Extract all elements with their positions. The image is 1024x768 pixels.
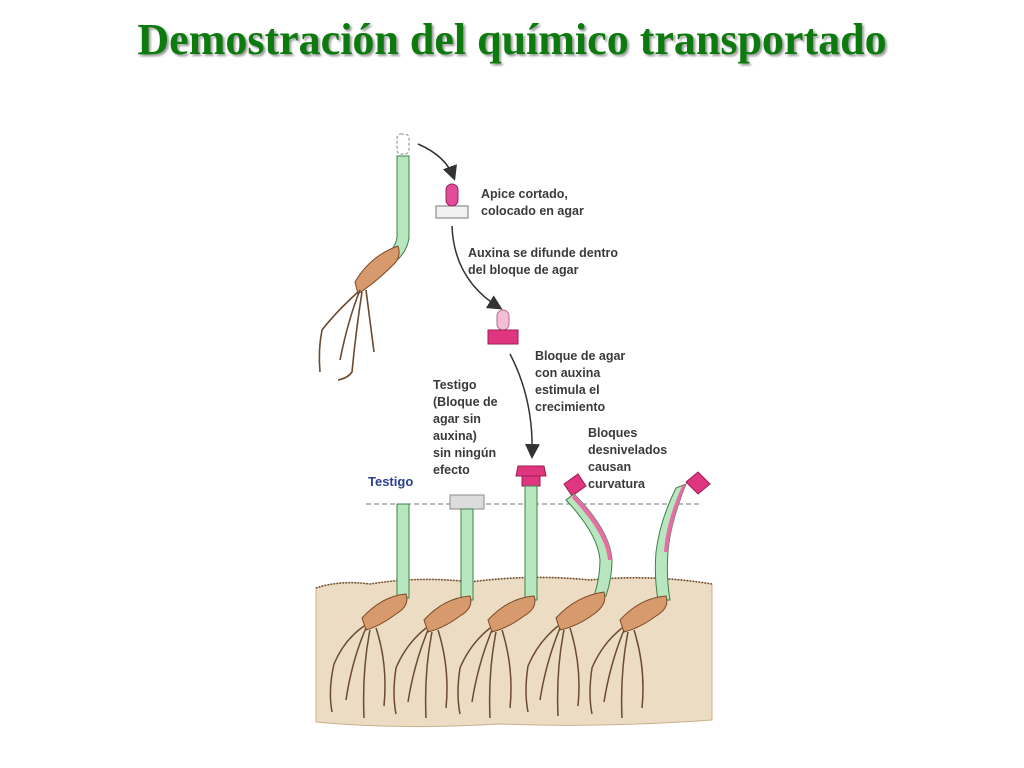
auxin-block-plant-seed [487,595,536,633]
agar-block-label-line-4: crecimiento [535,400,606,414]
arrow-block-to-stem [509,353,540,459]
auxin-block-cap [515,465,547,477]
control-plant-roots [329,625,386,719]
control-label-line-6: efecto [433,463,470,477]
arrow-apex-to-agar [417,143,457,181]
control-label-line-1: Testigo [433,378,477,392]
soil-surface [315,576,713,589]
agar-block-label-line-1: Bloque de agar [535,349,625,363]
plain-agar-plant-roots [393,627,448,719]
cut-apex [445,183,459,207]
uneven-blocks-label-line-4: curvatura [588,477,646,491]
plain-agar-plant-seed [423,595,472,633]
agar-base [435,205,469,219]
slide-title: Demostración del químico transportado [137,15,887,64]
auxin-agar-block [487,329,519,345]
curved-plant-left-roots [525,625,580,717]
auxin-diffuses-label-line-2: del bloque de agar [468,263,579,277]
arrow-agar-to-block [451,225,503,310]
control-line-label: Testigo [368,474,413,489]
curved-plant-left-block [563,473,587,497]
curved-plant-left-seed [555,591,606,631]
curved-plant-left-auxin-side [572,494,612,560]
apex-on-block [496,309,510,331]
auxin-block-with-apex [487,309,519,345]
control-label-line-5: sin ningún [433,446,496,460]
control-label-line-2: (Bloque de [433,395,498,409]
control-label-line-3: agar sin [433,412,481,426]
plain-agar-block [449,494,485,510]
auxin-block-plant-stem [524,485,538,601]
curved-plant-right-auxin-side [664,484,686,552]
curved-plant-right [589,471,711,719]
apex-cut-label-line-2: colocado en agar [481,204,584,218]
auxin-diffuses-label-line-1: Auxina se difunde dentro [468,246,618,260]
control-plant-seed [361,593,408,631]
uneven-blocks-label-line-3: causan [588,460,631,474]
auxin-block-plant-block [521,475,541,487]
cut-plant-roots [318,289,375,381]
apex-cut-label-line-1: Apice cortado, [481,187,568,201]
curved-plant-right-roots [589,627,644,719]
plain-agar-plant [393,494,485,719]
curved-plant-left [525,473,613,717]
cut-apex-outline [396,133,410,155]
curved-plant-right-seed [619,595,668,633]
plain-agar-plant-stem [460,508,474,601]
control-label-line-4: auxina) [433,429,477,443]
agar-block-label-line-3: estimula el [535,383,600,397]
control-plant-stem [396,503,410,599]
uneven-blocks-label-line-1: Bloques [588,426,637,440]
uneven-blocks-label-line-2: desnivelados [588,443,667,457]
auxin-block-plant [457,465,547,719]
cut-plant [318,133,410,381]
cut-plant-seed [354,245,400,295]
apex-on-agar [435,183,469,219]
control-plant [329,503,410,719]
auxin-block-plant-roots [457,627,512,719]
agar-block-label-line-2: con auxina [535,366,601,380]
curved-plant-right-block [685,471,711,495]
